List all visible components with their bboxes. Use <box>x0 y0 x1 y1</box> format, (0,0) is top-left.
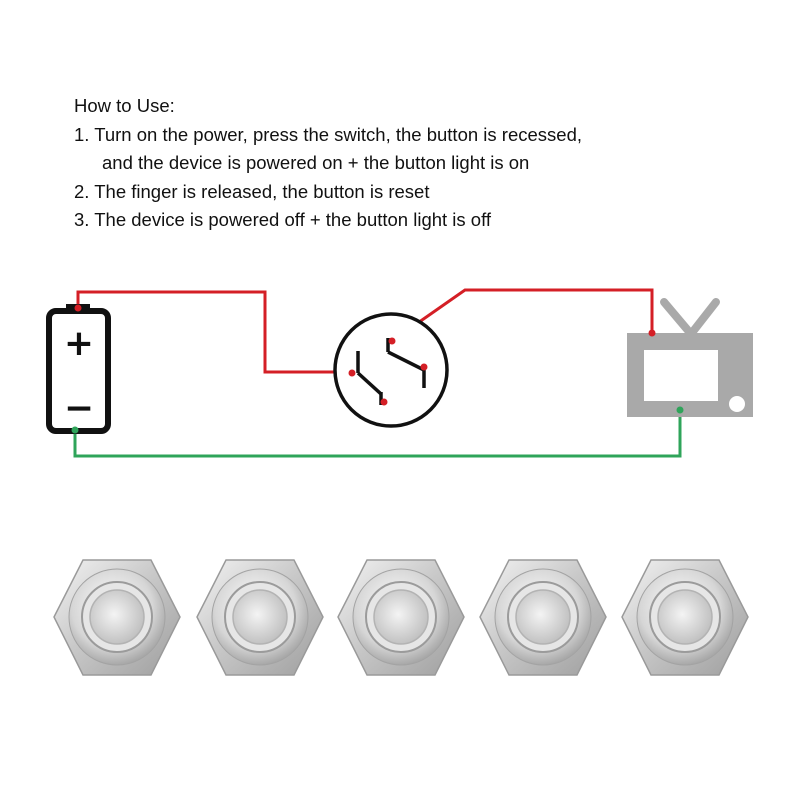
positive-wire-switch-to-tv <box>391 288 654 343</box>
switch-symbol <box>333 312 449 428</box>
step-2: 2. The finger is released, the button is… <box>74 180 430 202</box>
metal-push-button-3 <box>337 559 465 676</box>
negative-wire <box>73 410 682 458</box>
metal-push-button-4 <box>479 559 607 676</box>
metal-push-button-5 <box>621 559 749 676</box>
positive-wire-battery-to-switch <box>76 290 351 374</box>
battery-icon: + − <box>46 304 111 434</box>
step-3: 3. The device is powered off + the butto… <box>74 209 492 230</box>
product-photos <box>0 555 800 685</box>
metal-push-button-1 <box>53 559 181 676</box>
step-1-line-a: 1. Turn on the power, press the switch, … <box>74 123 583 145</box>
battery-minus-sign: − <box>64 388 94 429</box>
instructions-heading: How to Use: <box>74 95 175 116</box>
step-1-line-b: and the device is powered on + the butto… <box>102 152 530 173</box>
tv-icon <box>627 298 753 417</box>
metal-push-button-2 <box>196 559 324 676</box>
instructions: How to Use: 1. Turn on the power, press … <box>74 92 754 235</box>
battery-plus-sign: + <box>64 323 94 364</box>
